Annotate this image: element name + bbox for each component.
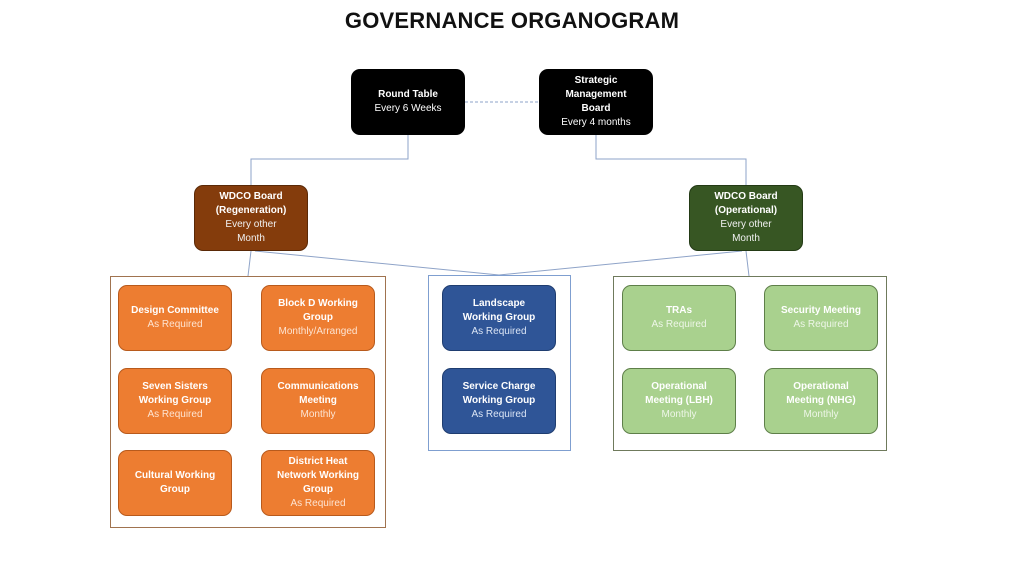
node-name: WDCO Board (Regeneration) — [215, 191, 287, 216]
connector-oper-group — [745, 250, 750, 277]
wdco-board-operational-node: WDCO Board (Operational) Every other Mon… — [689, 185, 803, 251]
design-committee-node: Design Committee As Required — [118, 285, 232, 351]
operational-meeting-nhg-node: Operational Meeting (NHG) Monthly — [764, 368, 878, 434]
node-frequency: Monthly/Arranged — [278, 326, 358, 337]
connector-roundtable-regen — [250, 135, 409, 185]
service-charge-working-group-node: Service Charge Working Group As Required — [442, 368, 556, 434]
security-meeting-node: Security Meeting As Required — [764, 285, 878, 351]
cultural-working-group-node: Cultural Working Group — [118, 450, 232, 516]
node-name: District Heat Network Working Group — [276, 456, 360, 495]
node-name: WDCO Board (Operational) — [714, 191, 778, 216]
node-frequency: Every other Month — [720, 219, 772, 244]
tras-node: TRAs As Required — [622, 285, 736, 351]
connector-regen-shared — [254, 250, 500, 276]
district-heat-network-working-group-node: District Heat Network Working Group As R… — [261, 450, 375, 516]
strategic-management-board-node: Strategic Management Board Every 4 month… — [539, 69, 653, 135]
node-frequency: Monthly — [661, 409, 697, 420]
node-frequency: Monthly — [300, 409, 336, 420]
landscape-working-group-node: Landscape Working Group As Required — [442, 285, 556, 351]
node-frequency: As Required — [471, 409, 527, 420]
shared-group-container — [428, 275, 571, 451]
node-name: Operational Meeting (LBH) — [645, 381, 713, 406]
communications-meeting-node: Communications Meeting Monthly — [261, 368, 375, 434]
operational-group-container — [613, 276, 887, 451]
node-name: Round Table — [378, 89, 438, 100]
node-name: Operational Meeting (NHG) — [786, 381, 856, 406]
node-name: Design Committee — [131, 305, 219, 316]
node-frequency: As Required — [471, 326, 527, 337]
node-name: Block D Working Group — [278, 298, 358, 323]
node-frequency: As Required — [147, 319, 203, 330]
node-frequency: As Required — [793, 319, 849, 330]
node-name: Cultural Working Group — [134, 470, 216, 495]
connector-oper-shared — [498, 250, 743, 276]
wdco-board-regeneration-node: WDCO Board (Regeneration) Every other Mo… — [194, 185, 308, 251]
node-name: TRAs — [665, 305, 693, 316]
node-frequency: As Required — [290, 498, 346, 509]
node-frequency: Every 4 months — [561, 117, 631, 128]
page-title: GOVERNANCE ORGANOGRAM — [344, 8, 680, 33]
seven-sisters-working-group-node: Seven Sisters Working Group As Required — [118, 368, 232, 434]
regeneration-group-container — [110, 276, 386, 528]
node-name: Communications Meeting — [277, 381, 359, 406]
node-frequency: Every other Month — [225, 219, 277, 244]
connector-smb-oper — [595, 135, 747, 185]
node-frequency: Monthly — [803, 409, 839, 420]
operational-meeting-lbh-node: Operational Meeting (LBH) Monthly — [622, 368, 736, 434]
block-d-working-group-node: Block D Working Group Monthly/Arranged — [261, 285, 375, 351]
node-frequency: Every 6 Weeks — [374, 103, 442, 114]
round-table-node: Round Table Every 6 Weeks — [351, 69, 465, 135]
node-name: Seven Sisters Working Group — [138, 381, 212, 406]
connector-regen-group — [247, 250, 252, 277]
node-frequency: As Required — [147, 409, 203, 420]
node-name: Service Charge Working Group — [462, 381, 536, 406]
node-frequency: As Required — [651, 319, 707, 330]
node-name: Security Meeting — [780, 305, 862, 316]
node-name: Strategic Management Board — [565, 75, 627, 114]
node-name: Landscape Working Group — [462, 298, 536, 323]
